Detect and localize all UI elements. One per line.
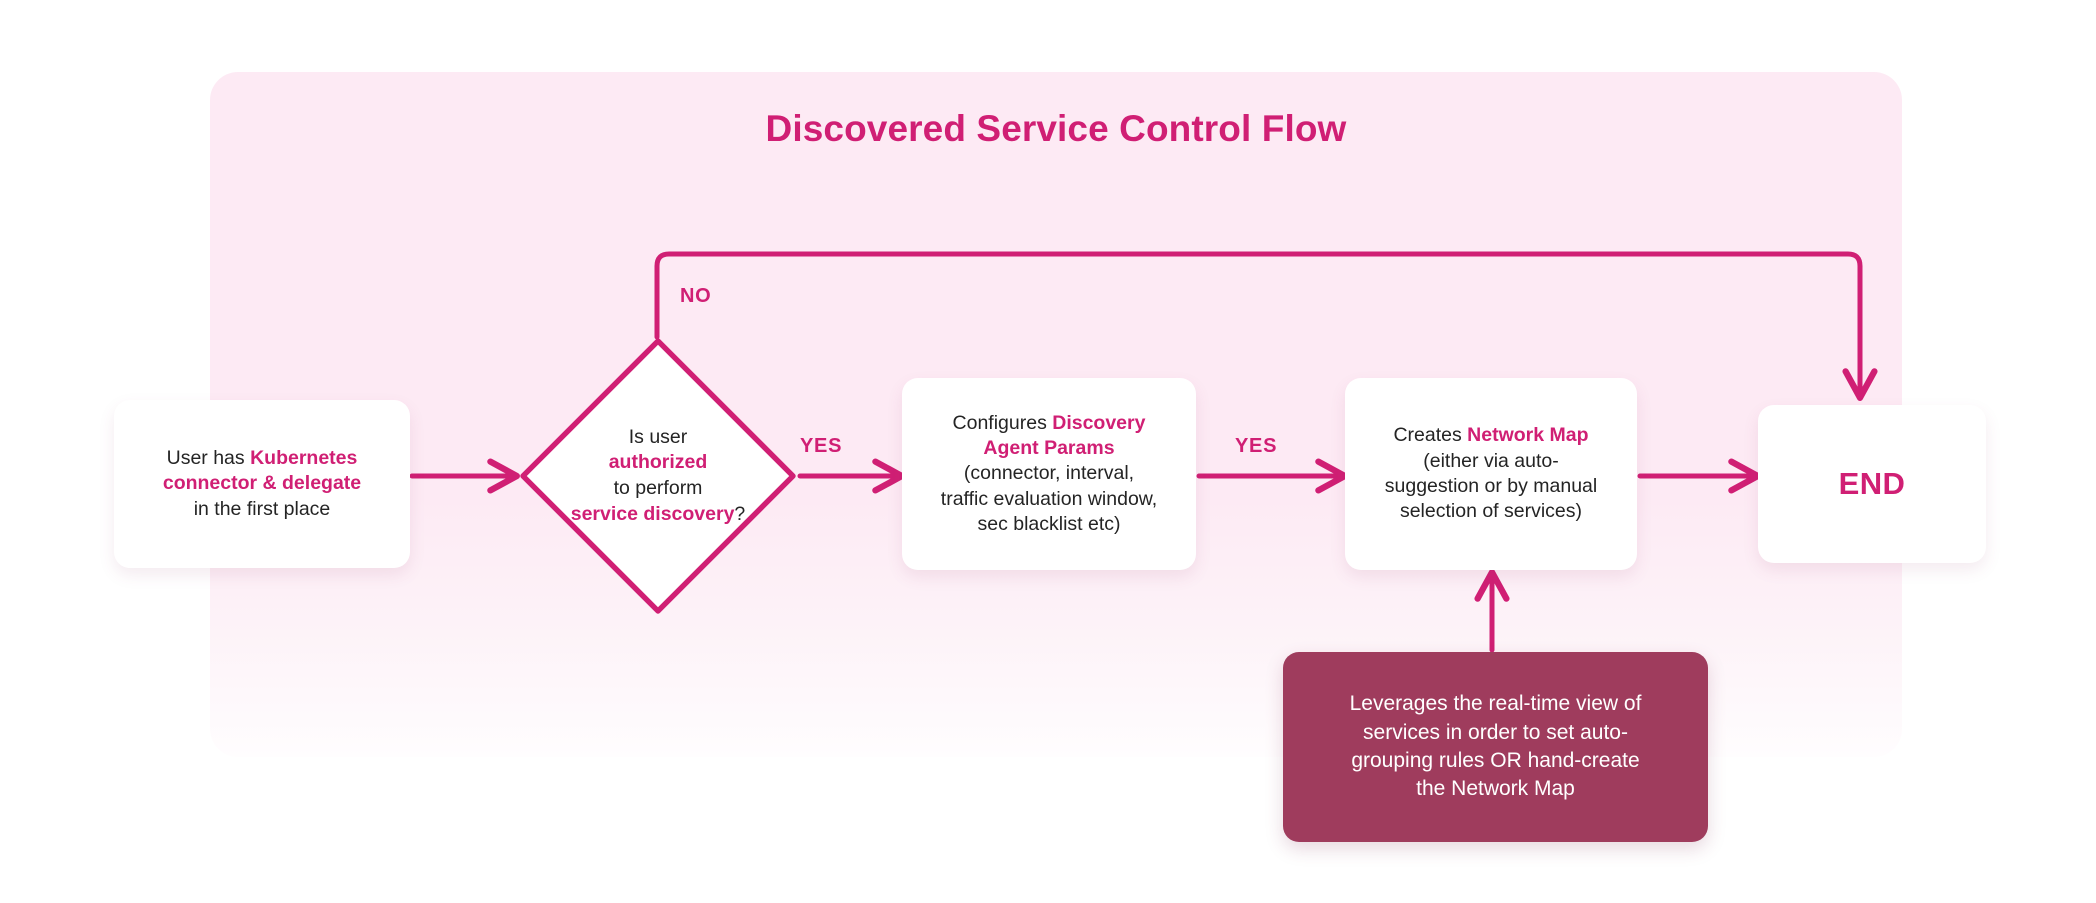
node-annotation-network-map[interactable]: Leverages the real-time view of services… [1283, 652, 1708, 842]
node-params-line-1-strong: Discovery [1052, 411, 1146, 434]
node-end-terminator[interactable]: END [1758, 405, 1986, 563]
node-netmap-text: Creates Network Map (either via auto- su… [1385, 423, 1597, 524]
node-netmap-line-1-pre: Creates [1393, 424, 1468, 447]
node-user-prerequisite[interactable]: User has Kubernetes connector & delegate… [114, 400, 410, 568]
node-netmap-line-4: selection of services) [1399, 500, 1583, 523]
node-params-line-2-strong: Agent Params [983, 436, 1115, 459]
node-decision-line-3: to perform [613, 477, 703, 499]
node-note-line-3: grouping rules OR hand-create [1351, 749, 1640, 772]
node-configure-discovery-agent-params[interactable]: Configures Discovery Agent Params (conne… [902, 378, 1196, 570]
node-netmap-line-2: (either via auto- [1423, 449, 1559, 472]
node-netmap-line-3: suggestion or by manual [1384, 475, 1598, 497]
node-decision-text: Is user authorized to perform service di… [519, 337, 797, 615]
decision-diamond-shape [520, 338, 796, 614]
node-params-text: Configures Discovery Agent Params (conne… [941, 411, 1157, 538]
edge-label-no: NO [680, 285, 712, 307]
node-creates-network-map[interactable]: Creates Network Map (either via auto- su… [1345, 378, 1637, 570]
node-decision-line-4-strong: service discovery [570, 502, 735, 525]
page-title: Discovered Service Control Flow [765, 108, 1347, 149]
node-user-text: User has Kubernetes connector & delegate… [163, 446, 361, 522]
node-decision-line-2-strong: authorized [608, 451, 708, 474]
node-decision-line-4-post: ? [734, 502, 746, 525]
node-params-line-3: (connector, interval, [963, 462, 1135, 485]
node-user-line-1-pre: User has [166, 446, 251, 469]
node-note-line-1: Leverages the real-time view of [1349, 692, 1642, 716]
node-params-line-5: sec blacklist etc) [977, 513, 1121, 536]
node-end-label: END [1838, 465, 1906, 501]
edge-label-yes-decision: YES [800, 435, 843, 457]
node-user-line-3: in the first place [193, 497, 331, 520]
node-user-line-2-strong: connector & delegate [162, 472, 362, 495]
node-note-text: Leverages the real-time view of services… [1350, 690, 1642, 803]
node-note-line-4: the Network Map [1416, 777, 1575, 801]
node-params-line-4: traffic evaluation window, [940, 487, 1158, 510]
node-decision-authorized[interactable]: Is user authorized to perform service di… [519, 337, 797, 615]
node-netmap-line-1-strong: Network Map [1467, 424, 1589, 447]
node-user-line-1-strong: Kubernetes [250, 446, 358, 469]
node-params-line-1-pre: Configures [952, 411, 1053, 434]
node-note-line-2: services in order to set auto- [1363, 720, 1628, 744]
edge-label-yes-params: YES [1235, 435, 1278, 457]
node-decision-line-1: Is user [628, 425, 688, 448]
